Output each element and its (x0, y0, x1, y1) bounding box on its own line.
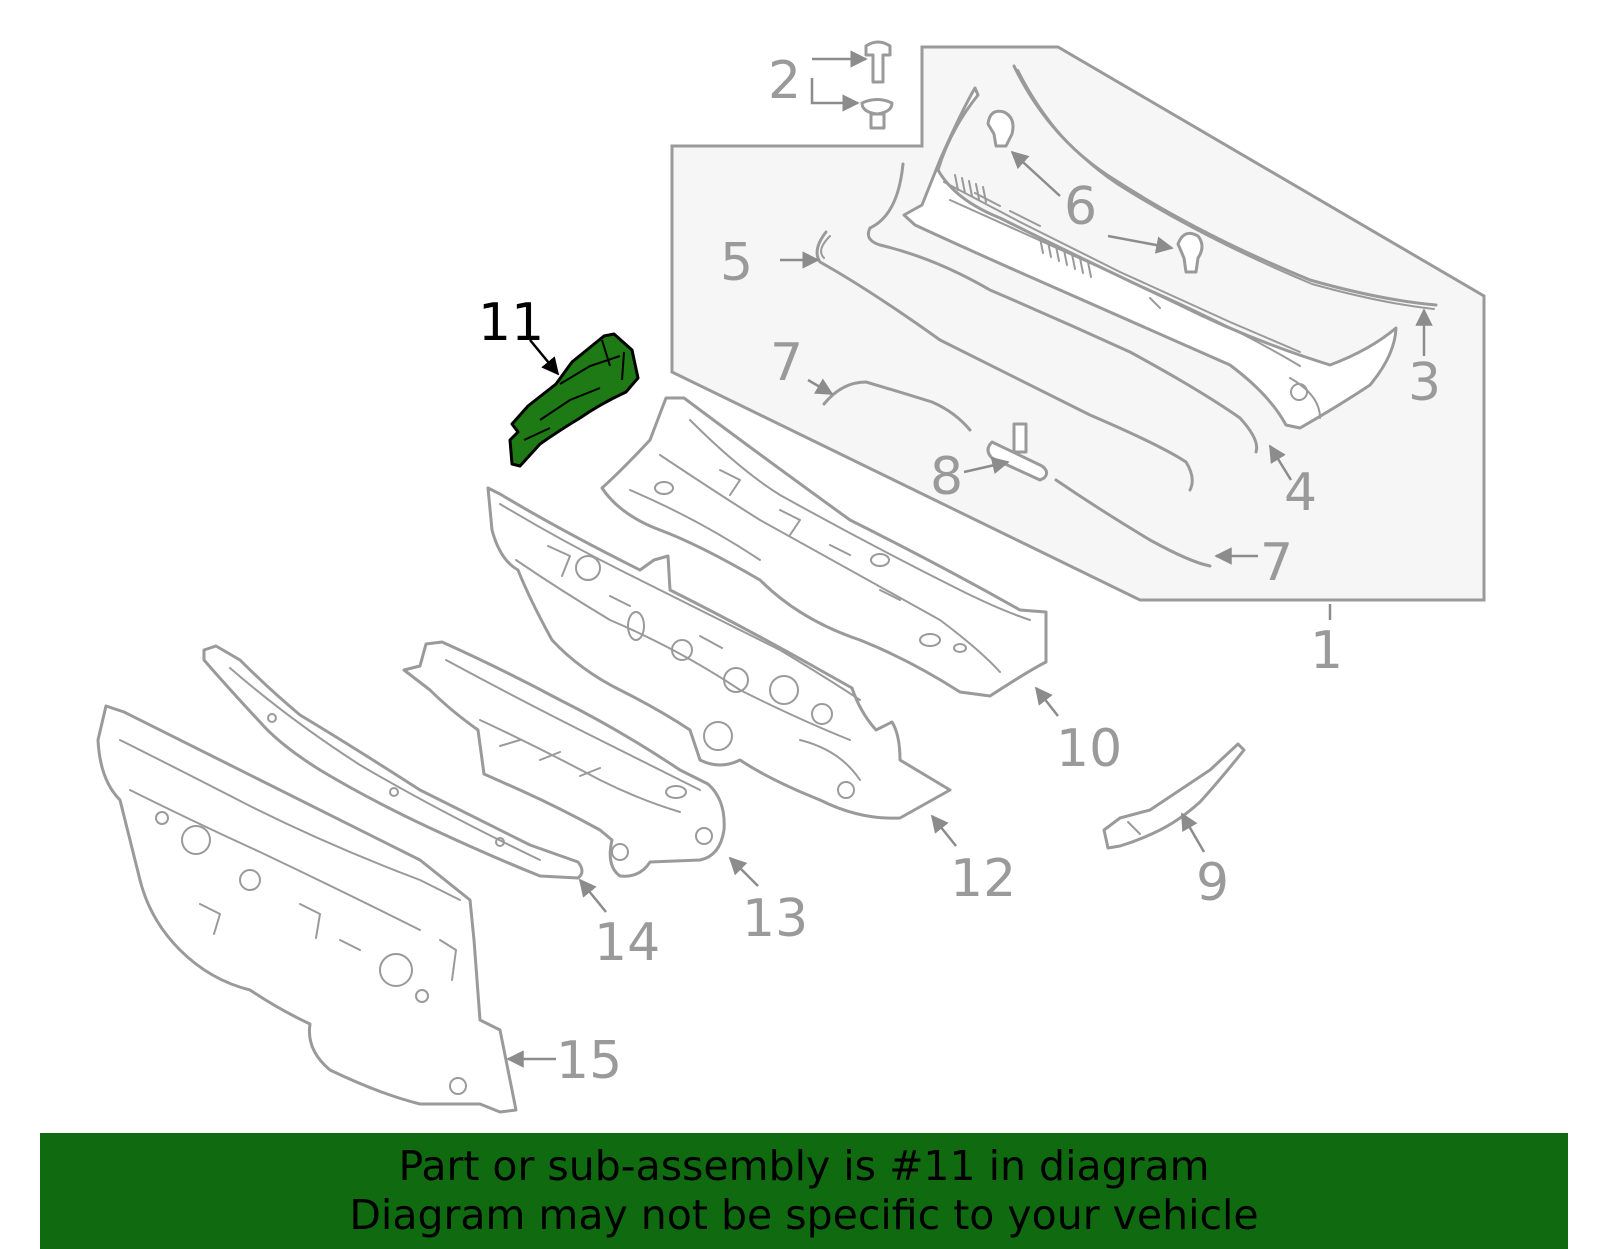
callout-8: 8 (930, 447, 963, 507)
leader-6a (1010, 150, 1061, 197)
callout-5: 5 (720, 233, 753, 293)
banner-line-1: Part or sub-assembly is #11 in diagram (398, 1142, 1210, 1190)
leader-8 (963, 456, 1010, 475)
part-4-seal (866, 162, 1259, 454)
callout-9: 9 (1196, 853, 1229, 913)
leader-13 (728, 856, 759, 887)
part-12-dash-panel (486, 486, 952, 820)
callout-13: 13 (742, 889, 808, 949)
callout-7b: 7 (1260, 533, 1293, 593)
part-7-hose-lower (1054, 478, 1212, 568)
part-13-cross-member (402, 640, 726, 878)
callout-6: 6 (1064, 177, 1097, 237)
callout-10: 10 (1056, 719, 1122, 779)
banner-line-2: Diagram may not be specific to your vehi… (349, 1191, 1259, 1239)
callout-11: 11 (478, 293, 544, 353)
part-7-hose-upper (822, 380, 972, 432)
leader-10 (1034, 686, 1059, 717)
callout-12: 12 (950, 849, 1016, 909)
leader-9 (1180, 812, 1206, 853)
leader-12 (930, 814, 957, 847)
leader-2b (810, 78, 860, 112)
part-15-insulator (96, 704, 518, 1114)
info-banner: Part or sub-assembly is #11 in diagram D… (40, 1133, 1568, 1249)
part-8-connector (986, 422, 1049, 482)
callout-14: 14 (594, 913, 660, 973)
part-11-highlighted (508, 332, 640, 468)
leader-6b (1107, 234, 1174, 254)
part-5-hose (815, 230, 1194, 492)
part-14-reinforcement (202, 644, 584, 880)
callout-2: 2 (768, 51, 801, 111)
callout-1: 1 (1310, 621, 1343, 681)
leader-14 (578, 878, 607, 913)
leader-7a (807, 378, 834, 396)
part-10-cowl-panel (600, 396, 1048, 698)
part-9-bracket (1102, 742, 1246, 850)
callout-4: 4 (1284, 463, 1317, 523)
leader-11 (529, 339, 560, 376)
part-11-shape (508, 332, 640, 468)
callout-15: 15 (556, 1031, 622, 1091)
callout-7a: 7 (770, 333, 803, 393)
leader-4 (1268, 444, 1293, 481)
part-2-fasteners (810, 40, 894, 130)
callout-3: 3 (1408, 353, 1441, 413)
part-cowl-top-panel (902, 86, 1398, 430)
part-6-washer-nozzles (986, 109, 1204, 274)
